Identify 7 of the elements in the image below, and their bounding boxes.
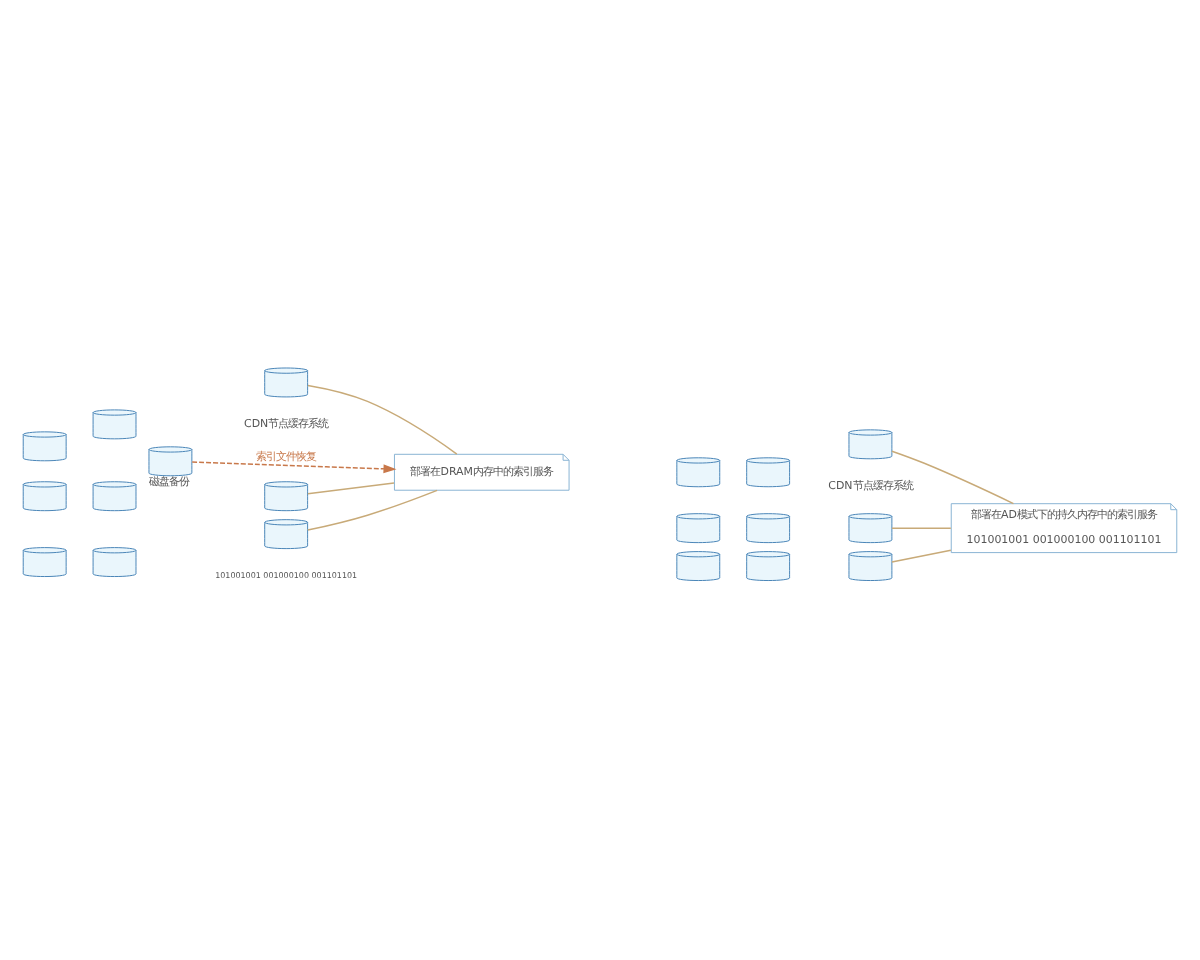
connector bbox=[891, 548, 952, 562]
connector bbox=[891, 526, 952, 528]
connector bbox=[307, 383, 458, 454]
connector bbox=[307, 481, 395, 494]
arrow bbox=[191, 460, 397, 473]
connector bbox=[891, 449, 1015, 504]
connector bbox=[307, 488, 438, 530]
